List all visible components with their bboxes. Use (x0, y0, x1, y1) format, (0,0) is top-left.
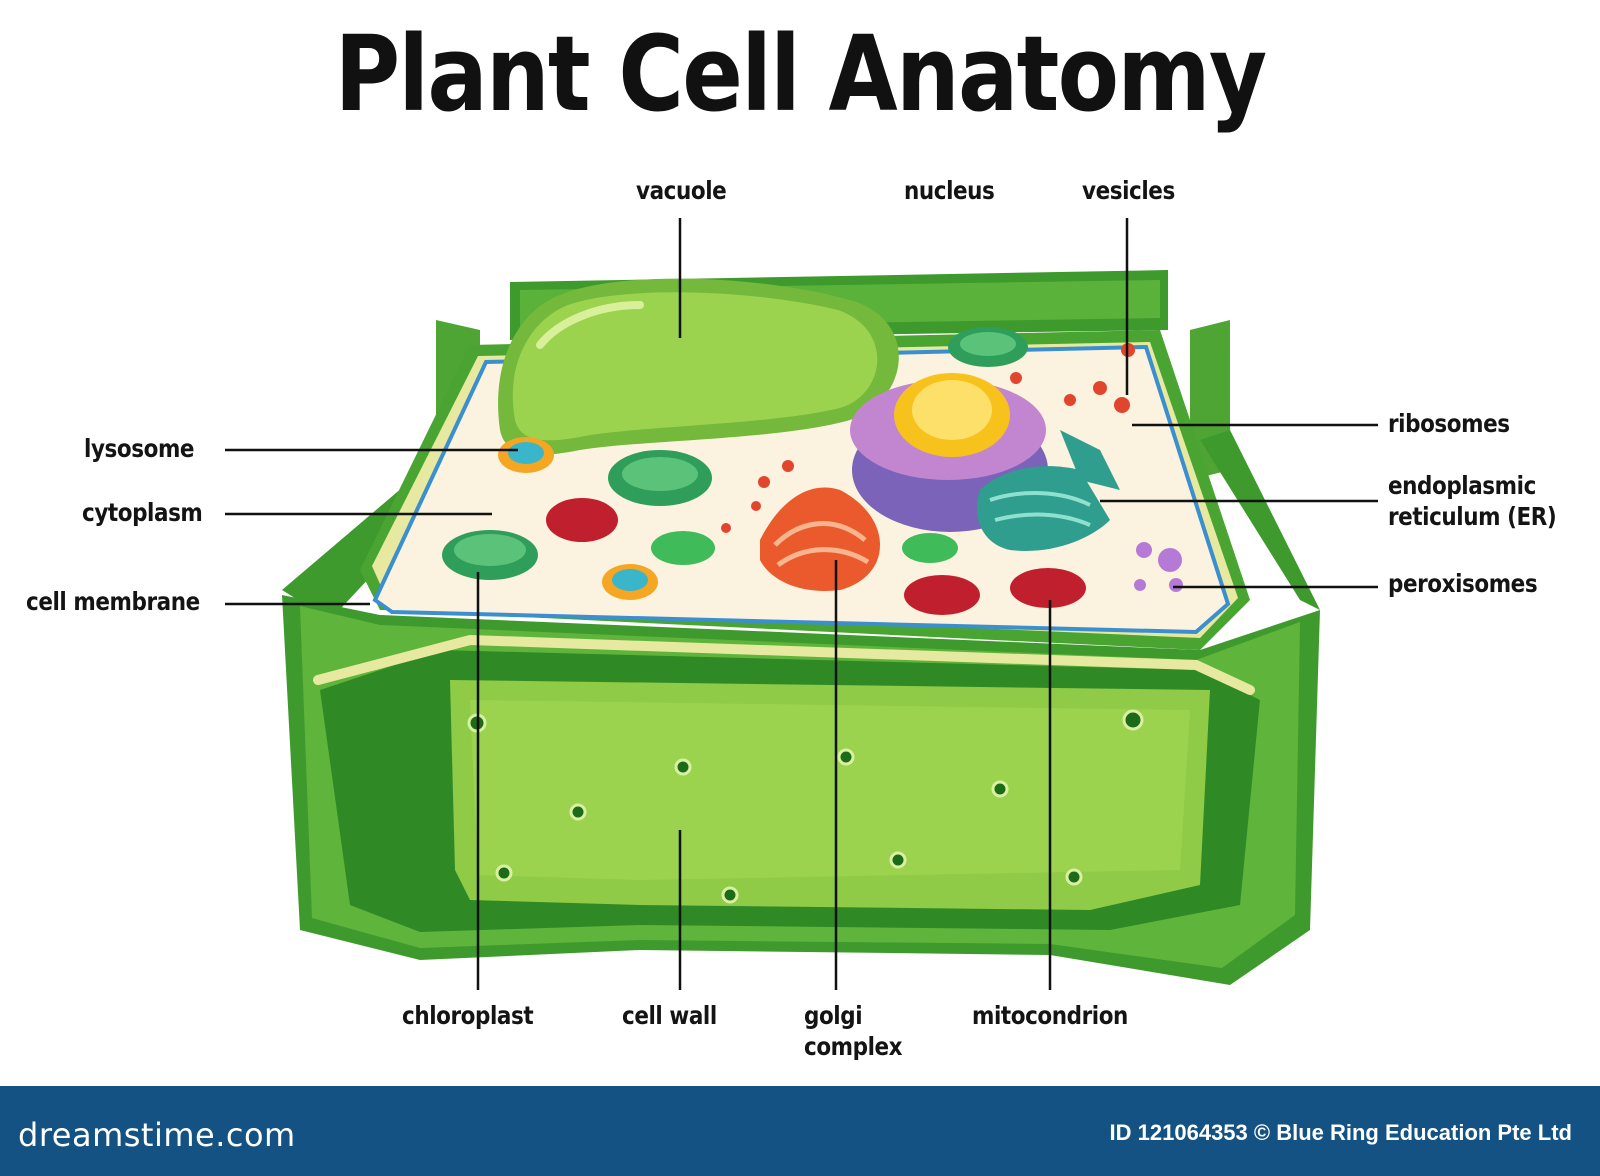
label-leader-lines (225, 218, 1378, 990)
mitochondria-organelles (546, 498, 1086, 615)
chloroplast-organelles (442, 327, 1028, 580)
footer-brand[interactable]: dreamstime.com (18, 1116, 296, 1154)
label-endoplasmic-reticulum: endoplasmic reticulum (ER) (1388, 471, 1557, 532)
label-mitocondrion: mitocondrion (972, 1001, 1128, 1030)
footer-bar: dreamstime.com ID 121064353 © Blue Ring … (0, 1086, 1600, 1176)
label-cell-wall: cell wall (622, 1001, 717, 1030)
small-organelles (498, 343, 1183, 600)
label-nucleus: nucleus (904, 176, 995, 205)
label-cell-membrane: cell membrane (26, 587, 200, 616)
label-vesicles: vesicles (1082, 176, 1175, 205)
endoplasmic-reticulum-organelle (976, 430, 1120, 551)
label-ribosomes: ribosomes (1388, 409, 1510, 438)
footer-credit: ID 121064353 © Blue Ring Education Pte L… (1109, 1120, 1572, 1145)
label-vacuole: vacuole (636, 176, 727, 205)
cell-wall-front (282, 595, 1320, 985)
label-golgi-complex: golgi complex (804, 1001, 903, 1062)
label-cytoplasm: cytoplasm (82, 498, 203, 527)
label-peroxisomes: peroxisomes (1388, 569, 1538, 598)
golgi-complex-organelle (760, 487, 880, 591)
vacuole-organelle (498, 278, 899, 455)
plasmodesmata-dots (467, 709, 1144, 904)
diagram-title: Plant Cell Anatomy (334, 13, 1268, 135)
label-lysosome: lysosome (84, 434, 195, 463)
label-chloroplast: chloroplast (402, 1001, 534, 1030)
